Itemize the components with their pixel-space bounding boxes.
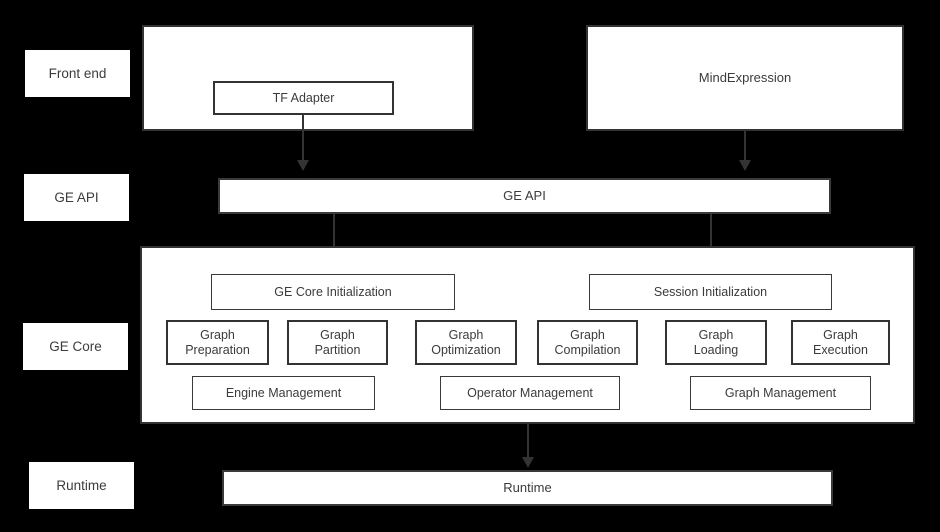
session-initialization-label: Session Initialization <box>653 284 768 299</box>
ge-core-initialization-label: GE Core Initialization <box>274 284 392 299</box>
connector-ge-api-to-session-init <box>710 214 712 263</box>
arrowhead-tf-adapter-to-ge-api <box>297 160 309 171</box>
graph-loading-box[interactable]: Graph Loading <box>665 320 767 365</box>
stage-label-front-end: Front end <box>25 50 130 97</box>
runtime-bar-label: Runtime <box>503 480 552 496</box>
connector-ge-api-to-ge-core-init <box>333 214 335 263</box>
engine-management-box[interactable]: Engine Management <box>192 376 375 410</box>
stage-label-front-end-text: Front end <box>48 65 107 81</box>
stage-label-runtime: Runtime <box>29 462 134 509</box>
stage-label-ge-api-text: GE API <box>54 189 99 205</box>
graph-compilation-label: Graph Compilation <box>554 327 621 357</box>
arrowhead-ge-core-to-runtime <box>522 457 534 468</box>
stage-label-ge-core-text: GE Core <box>49 338 102 354</box>
graph-partition-label: Graph Partition <box>314 327 361 357</box>
graph-preparation-label: Graph Preparation <box>185 327 250 357</box>
graph-partition-box[interactable]: Graph Partition <box>287 320 388 365</box>
graph-loading-label: Graph Loading <box>693 327 739 357</box>
graph-preparation-box[interactable]: Graph Preparation <box>166 320 269 365</box>
stage-label-runtime-text: Runtime <box>56 477 107 493</box>
connector-mindexpression-to-ge-api <box>744 131 746 165</box>
engine-management-label: Engine Management <box>225 385 342 400</box>
graph-execution-box[interactable]: Graph Execution <box>791 320 890 365</box>
connector-tf-adapter-to-ge-api <box>302 114 304 165</box>
connector-ge-core-to-runtime <box>527 424 529 461</box>
operator-management-box[interactable]: Operator Management <box>440 376 620 410</box>
mindexpression-label: MindExpression <box>698 70 792 86</box>
graph-execution-label: Graph Execution <box>813 327 868 357</box>
ge-api-bar-label: GE API <box>503 188 546 204</box>
tf-adapter-label: TF Adapter <box>272 90 335 105</box>
arrowhead-mindexpression-to-ge-api <box>739 160 751 171</box>
stage-label-ge-api: GE API <box>24 174 129 221</box>
operator-management-label: Operator Management <box>467 385 593 400</box>
graph-management-box[interactable]: Graph Management <box>690 376 871 410</box>
graph-compilation-box[interactable]: Graph Compilation <box>537 320 638 365</box>
mindexpression-container: MindExpression <box>586 25 904 131</box>
tf-adapter-box[interactable]: TF Adapter <box>213 81 394 115</box>
graph-optimization-label: Graph Optimization <box>431 327 501 357</box>
runtime-bar[interactable]: Runtime <box>222 470 833 506</box>
graph-optimization-box[interactable]: Graph Optimization <box>415 320 517 365</box>
graph-management-label: Graph Management <box>724 385 837 400</box>
session-initialization-box[interactable]: Session Initialization <box>589 274 832 310</box>
ge-core-initialization-box[interactable]: GE Core Initialization <box>211 274 455 310</box>
tensorflow-container: Tensorflow <box>142 25 474 131</box>
ge-api-bar[interactable]: GE API <box>218 178 831 214</box>
stage-label-ge-core: GE Core <box>23 323 128 370</box>
